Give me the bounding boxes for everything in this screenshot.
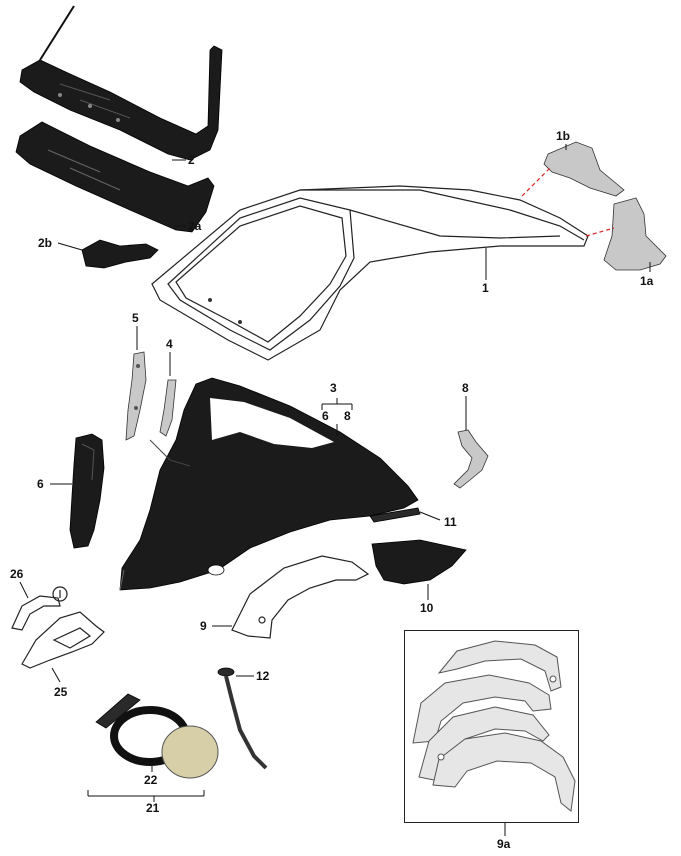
- label-11: 11: [444, 515, 457, 529]
- leader-11: [419, 511, 441, 521]
- fender-flares-9a: [412, 640, 576, 812]
- label-26: 26: [10, 567, 24, 581]
- part-11-strip: [369, 507, 421, 523]
- part-4-strip: [159, 379, 177, 437]
- label-3: 3: [330, 381, 337, 395]
- leader-25: [51, 667, 61, 683]
- part-10-lower-panel: [371, 539, 467, 585]
- bracket-21: [87, 790, 205, 802]
- part-26-trim-strip: [11, 595, 61, 631]
- label-10: 10: [420, 601, 434, 615]
- leader-2b: [57, 242, 83, 251]
- leader-26: [19, 581, 29, 599]
- label-22: 22: [144, 773, 158, 787]
- part-2a-cowl-panel: [15, 121, 215, 233]
- label-9: 9: [200, 619, 207, 633]
- label-21: 21: [146, 801, 160, 815]
- dash-leader-1a: [585, 227, 615, 237]
- part-5-pillar-strip: [125, 351, 147, 441]
- label-3-8: 8: [344, 409, 351, 423]
- part-1b-corner-piece: [543, 141, 625, 197]
- bracket-3: [321, 398, 353, 410]
- label-2: 2: [188, 153, 195, 167]
- label-1a: 1a: [640, 274, 654, 288]
- part-8-bracket: [453, 429, 489, 489]
- label-5: 5: [132, 311, 139, 325]
- label-2a: 2a: [188, 219, 202, 233]
- label-8: 8: [462, 381, 469, 395]
- dash-leader-1b: [521, 167, 551, 197]
- part-1-roof-outline: [151, 185, 589, 361]
- part-12-filler-neck: [217, 667, 268, 770]
- part-3-quarter-panel: [119, 377, 419, 591]
- part-1a-corner-piece: [603, 197, 667, 271]
- part-6-inner-panel: [69, 433, 105, 549]
- label-3-6: 6: [322, 409, 329, 423]
- part-22-fuel-flap: [95, 693, 219, 779]
- part-2-cowl-frame: [19, 5, 223, 161]
- label-6: 6: [37, 477, 44, 491]
- label-12: 12: [256, 669, 270, 683]
- inset-9a-box: [404, 630, 579, 823]
- part-25-inner-fender: [21, 586, 105, 669]
- part-2b-cowl-corner: [81, 239, 159, 269]
- label-4: 4: [166, 337, 173, 351]
- label-1b: 1b: [556, 129, 570, 143]
- label-1: 1: [482, 281, 489, 295]
- part-9-wheel-arch: [231, 555, 370, 639]
- label-25: 25: [54, 685, 68, 699]
- label-2b: 2b: [38, 236, 52, 250]
